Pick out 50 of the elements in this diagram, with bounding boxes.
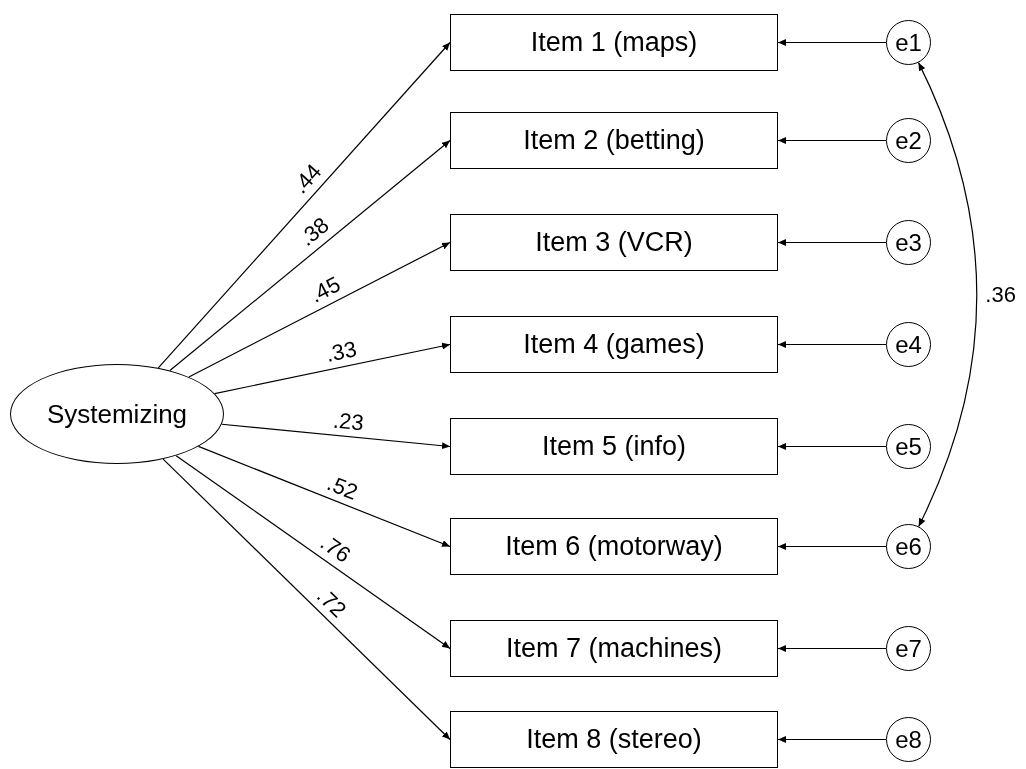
- node-label: Item 2 (betting): [523, 125, 705, 156]
- node-label: e7: [895, 634, 922, 663]
- path-arrow: [777, 39, 887, 46]
- observed-variable-box: [450, 214, 778, 271]
- observed-variable-box: [450, 14, 778, 71]
- error-term-circle: [886, 220, 931, 265]
- observed-variable-box: [450, 518, 778, 575]
- node-label: Item 6 (motorway): [505, 531, 723, 562]
- node-label: e4: [895, 330, 922, 359]
- observed-variable-box: [450, 620, 778, 677]
- error-term-circle: [886, 626, 931, 671]
- node-label: e2: [895, 126, 922, 155]
- node-label: e5: [895, 432, 922, 461]
- error-term-circle: [886, 424, 931, 469]
- observed-variable-box: [450, 418, 778, 475]
- path-arrow: [777, 736, 887, 743]
- path-arrow: [221, 423, 451, 450]
- path-arrow: [777, 443, 887, 450]
- error-term-circle: [886, 717, 931, 762]
- path-arrow: [777, 341, 887, 348]
- path-arrow: [777, 543, 887, 550]
- error-term-circle: [886, 20, 931, 65]
- node-label: Item 4 (games): [523, 329, 705, 360]
- path-arrow: [175, 455, 451, 650]
- node-label: e6: [895, 532, 922, 561]
- path-arrow: [777, 137, 887, 144]
- observed-variable-box: [450, 711, 778, 768]
- node-label: Systemizing: [46, 398, 188, 430]
- path-arrow: [169, 139, 451, 372]
- path-arrow: [162, 458, 451, 741]
- node-label: Item 1 (maps): [530, 27, 698, 58]
- observed-variable-box: [450, 316, 778, 373]
- path-arrow: [777, 239, 887, 246]
- node-label: Item 8 (stereo): [526, 724, 702, 755]
- node-label: Item 7 (machines): [505, 633, 723, 664]
- path-arrow: [157, 41, 451, 369]
- path-arrow: [197, 445, 451, 548]
- error-term-circle: [886, 524, 931, 569]
- error-term-circle: [886, 118, 931, 163]
- path-arrow: [188, 241, 451, 378]
- node-label: Item 3 (VCR): [535, 227, 693, 258]
- error-term-circle: [886, 322, 931, 367]
- path-arrow: [214, 342, 451, 395]
- covariance-arrow: [917, 62, 978, 527]
- path-arrow: [777, 645, 887, 652]
- node-label: e1: [895, 28, 922, 57]
- node-label: Item 5 (info): [541, 431, 686, 462]
- node-label: e8: [895, 725, 922, 754]
- observed-variable-box: [450, 112, 778, 169]
- node-label: e3: [895, 228, 922, 257]
